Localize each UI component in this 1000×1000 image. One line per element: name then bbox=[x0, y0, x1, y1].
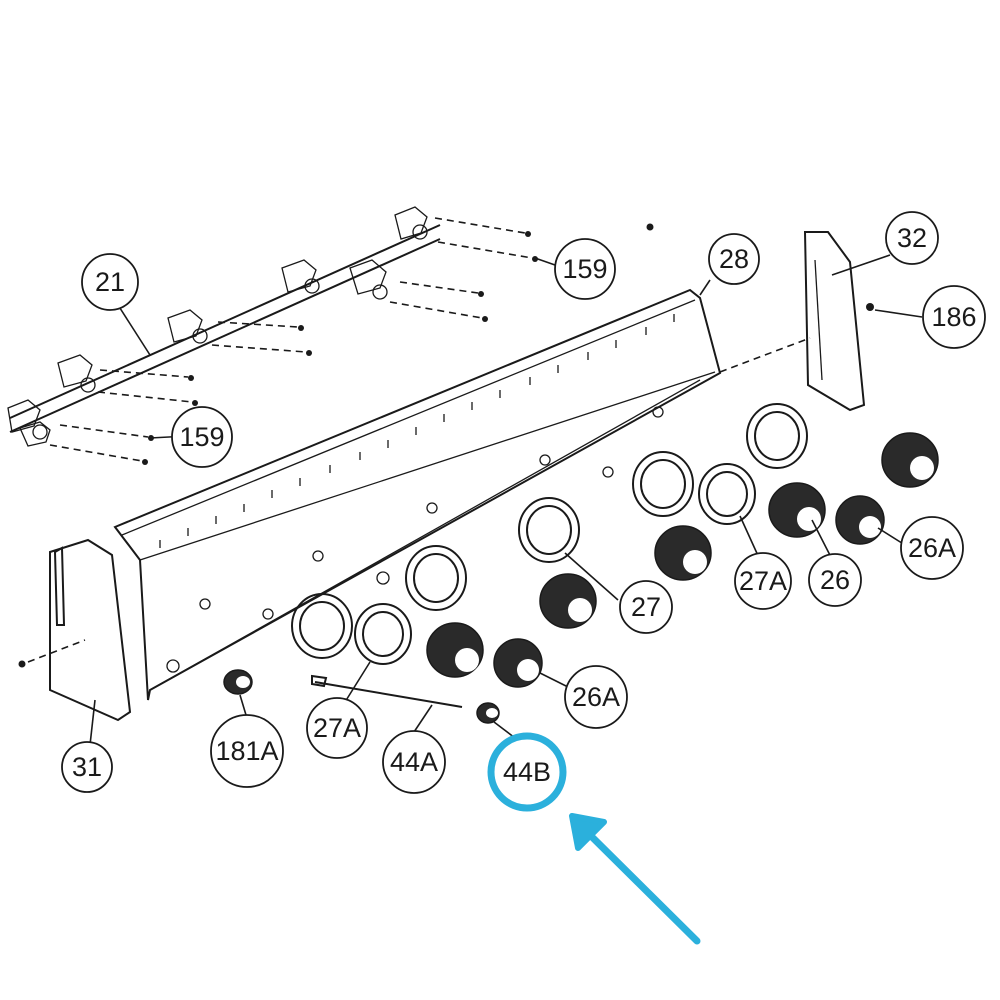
svg-text:26A: 26A bbox=[572, 682, 620, 712]
svg-text:26: 26 bbox=[820, 565, 850, 595]
callouts: 21 159 159 28 32 186 27 27A bbox=[61, 211, 986, 812]
svg-text:27: 27 bbox=[631, 592, 661, 622]
callout-186: 186 bbox=[922, 285, 986, 349]
callout-181A: 181A bbox=[210, 714, 284, 788]
gas-manifold bbox=[7, 206, 654, 465]
callout-31: 31 bbox=[61, 741, 113, 793]
svg-text:159: 159 bbox=[562, 254, 607, 284]
svg-text:21: 21 bbox=[95, 267, 125, 297]
callout-27A-left: 27A bbox=[306, 697, 368, 759]
svg-text:31: 31 bbox=[72, 752, 102, 782]
callout-32: 32 bbox=[885, 211, 939, 265]
callout-44A: 44A bbox=[382, 730, 446, 794]
svg-text:27A: 27A bbox=[739, 566, 787, 596]
small-parts bbox=[223, 669, 500, 724]
callout-159-top: 159 bbox=[554, 238, 616, 300]
svg-text:28: 28 bbox=[719, 244, 749, 274]
svg-text:44B: 44B bbox=[503, 757, 551, 787]
control-knobs bbox=[426, 432, 939, 688]
svg-text:44A: 44A bbox=[390, 747, 438, 777]
callout-28: 28 bbox=[708, 233, 760, 285]
callout-27: 27 bbox=[619, 580, 673, 634]
svg-text:186: 186 bbox=[931, 302, 976, 332]
svg-text:27A: 27A bbox=[313, 713, 361, 743]
svg-text:26A: 26A bbox=[908, 533, 956, 563]
callout-21: 21 bbox=[81, 253, 139, 311]
svg-text:159: 159 bbox=[179, 422, 224, 452]
knob-bezels bbox=[291, 403, 808, 665]
callout-26A-center: 26A bbox=[564, 665, 628, 729]
callout-27A-right: 27A bbox=[734, 552, 792, 610]
front-control-panel bbox=[18, 231, 874, 722]
callout-26: 26 bbox=[808, 553, 862, 607]
callout-159-left: 159 bbox=[171, 406, 233, 468]
svg-text:181A: 181A bbox=[215, 736, 278, 766]
callout-26A-right: 26A bbox=[900, 516, 964, 580]
highlight-callout-44B: 44B bbox=[487, 732, 567, 812]
svg-text:32: 32 bbox=[897, 223, 927, 253]
highlight-arrow-icon bbox=[569, 813, 701, 945]
